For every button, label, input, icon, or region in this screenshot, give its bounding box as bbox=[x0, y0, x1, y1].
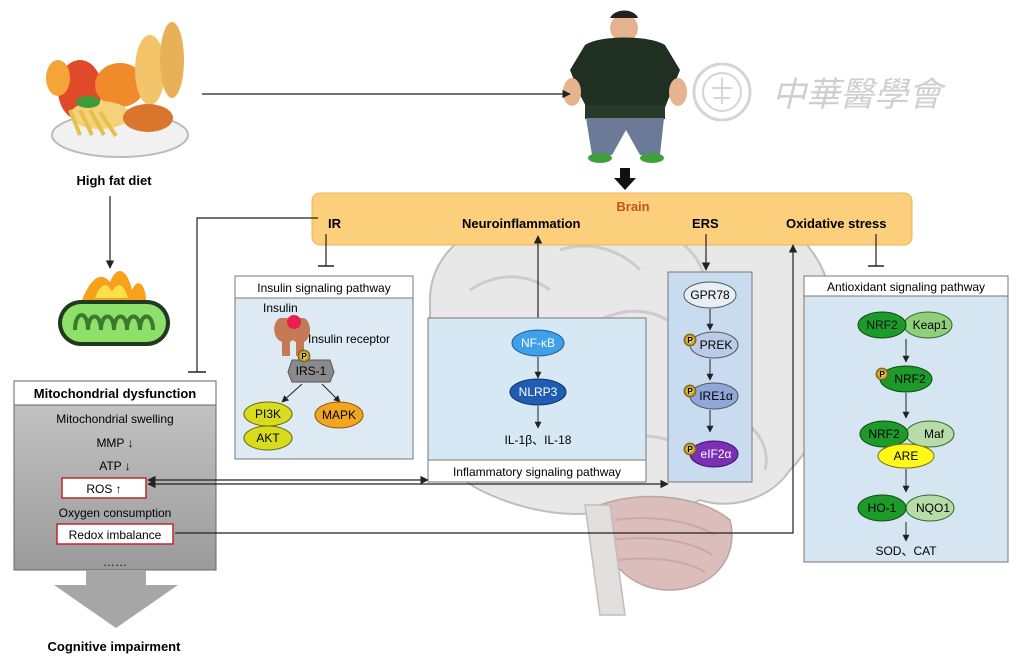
brain-title: Brain bbox=[616, 199, 649, 214]
nrf2-node-3 bbox=[859, 420, 909, 448]
brain-item-neuroinflammation: Neuroinflammation bbox=[462, 216, 581, 231]
pi3k-label: PI3K bbox=[255, 407, 281, 421]
nfkb-node bbox=[511, 329, 565, 357]
phospho-icon bbox=[683, 384, 697, 398]
are-label: ARE bbox=[894, 449, 919, 463]
nlrp3-node bbox=[509, 378, 567, 406]
mito-item-mmp: MMP ↓ bbox=[96, 436, 133, 450]
arrow-obesity-to-brain bbox=[614, 168, 636, 190]
nqo1-label: NQO1 bbox=[916, 501, 950, 515]
prek-label: PREK bbox=[700, 338, 733, 352]
inflammatory-title: Inflammatory signaling pathway bbox=[453, 465, 621, 479]
il-output: IL-1β、IL-18 bbox=[505, 433, 572, 447]
insulin-receptor-icon bbox=[274, 315, 310, 356]
nrf2-label-1: NRF2 bbox=[866, 318, 898, 332]
brain-item-ers: ERS bbox=[692, 216, 719, 231]
mapk-node bbox=[314, 401, 364, 429]
brain-bar bbox=[311, 192, 913, 246]
food-illustration-icon bbox=[46, 22, 189, 158]
watermark-seal-icon bbox=[692, 62, 752, 122]
phospho-icon bbox=[683, 442, 697, 456]
phospho-icon bbox=[297, 349, 311, 363]
eif2a-p-label: P bbox=[687, 445, 693, 454]
eif2a-label: eIF2α bbox=[701, 447, 732, 461]
nrf2-label-2: NRF2 bbox=[894, 372, 926, 386]
akt-node bbox=[243, 425, 293, 451]
phospho-icon bbox=[875, 367, 889, 381]
ho1-node bbox=[857, 494, 907, 522]
antioxidant-box bbox=[803, 275, 1009, 563]
insulin-title: Insulin signaling pathway bbox=[257, 281, 390, 295]
keap1-label: Keap1 bbox=[913, 318, 948, 332]
irs1-label: IRS-1 bbox=[296, 364, 327, 378]
watermark: 中華醫學會 bbox=[692, 62, 947, 122]
obese-person-icon bbox=[563, 10, 687, 163]
are-node bbox=[877, 443, 935, 469]
mito-item-swelling: Mitochondrial swelling bbox=[56, 412, 173, 426]
diet-label: High fat diet bbox=[76, 173, 152, 188]
mito-item-oxygen: Oxygen consumption bbox=[59, 506, 172, 520]
gpr78-node bbox=[683, 281, 737, 309]
prek-p-label: P bbox=[687, 336, 693, 345]
phospho-icon bbox=[683, 333, 697, 347]
irs1-node bbox=[287, 359, 335, 383]
mito-item-atp: ATP ↓ bbox=[99, 459, 131, 473]
inhibit-mito-to-ir bbox=[196, 217, 318, 372]
nfkb-label: NF-κB bbox=[521, 336, 555, 350]
antioxidant-output: SOD、CAT bbox=[875, 544, 937, 558]
nrf2-label-3: NRF2 bbox=[868, 427, 900, 441]
nlrp3-label: NLRP3 bbox=[519, 385, 558, 399]
arrow-to-cognitive bbox=[54, 570, 178, 628]
brain-item-oxidative-stress: Oxidative stress bbox=[786, 216, 886, 231]
ire1-label: IRE1α bbox=[699, 389, 733, 403]
akt-label: AKT bbox=[256, 431, 280, 445]
redox-highlight-box bbox=[56, 523, 174, 545]
nrf2-p-label: P bbox=[879, 370, 885, 379]
arrow-irs-pi3k bbox=[281, 383, 303, 403]
antioxidant-title: Antioxidant signaling pathway bbox=[827, 280, 985, 294]
ros-highlight-box bbox=[61, 477, 147, 499]
mito-item-ros: ROS ↑ bbox=[86, 482, 121, 496]
mito-item-ellipsis: …… bbox=[103, 555, 127, 569]
brain-item-ir: IR bbox=[328, 216, 342, 231]
insulin-receptor-label: Insulin receptor bbox=[308, 332, 390, 346]
mito-title: Mitochondrial dysfunction bbox=[34, 386, 197, 401]
watermark-text: 中華醫學會 bbox=[772, 76, 947, 114]
ho1-label: HO-1 bbox=[868, 501, 897, 515]
arrow-redox-to-oxidative bbox=[175, 244, 798, 534]
gpr78-label: GPR78 bbox=[690, 288, 730, 302]
arrow-irs-mapk bbox=[321, 383, 341, 403]
outcome-label: Cognitive impairment bbox=[48, 639, 182, 654]
insulin-label: Insulin bbox=[263, 301, 298, 315]
maf-label: Maf bbox=[924, 427, 945, 441]
nrf2-node-1 bbox=[857, 311, 907, 339]
mapk-label: MAPK bbox=[322, 408, 356, 422]
irs1-p-label: P bbox=[301, 352, 307, 361]
mito-item-redox: Redox imbalance bbox=[69, 528, 162, 542]
ire1-p-label: P bbox=[687, 387, 693, 396]
mitochondrion-icon bbox=[58, 270, 170, 346]
